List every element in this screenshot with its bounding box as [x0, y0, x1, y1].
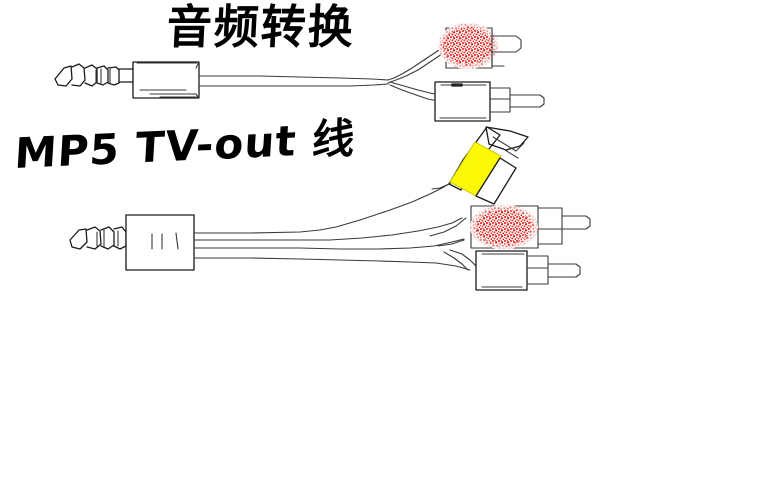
bottom-cable-wires	[193, 181, 477, 271]
bottom-rca-plug-yellow	[431, 126, 529, 205]
bottom-rca-plug-red	[470, 205, 591, 249]
top-rca-plug-red	[438, 23, 522, 69]
bottom-cable-group	[69, 126, 591, 291]
top-jack-plug	[54, 62, 134, 93]
top-cable-wires	[195, 44, 451, 103]
bottom-cable-housing	[125, 214, 195, 271]
top-rca-plug-white	[434, 81, 545, 122]
top-cable-housing	[132, 61, 200, 99]
bottom-jack-plug	[69, 226, 132, 250]
top-cable-group	[54, 23, 545, 122]
bottom-rca-plug-white	[475, 250, 581, 291]
